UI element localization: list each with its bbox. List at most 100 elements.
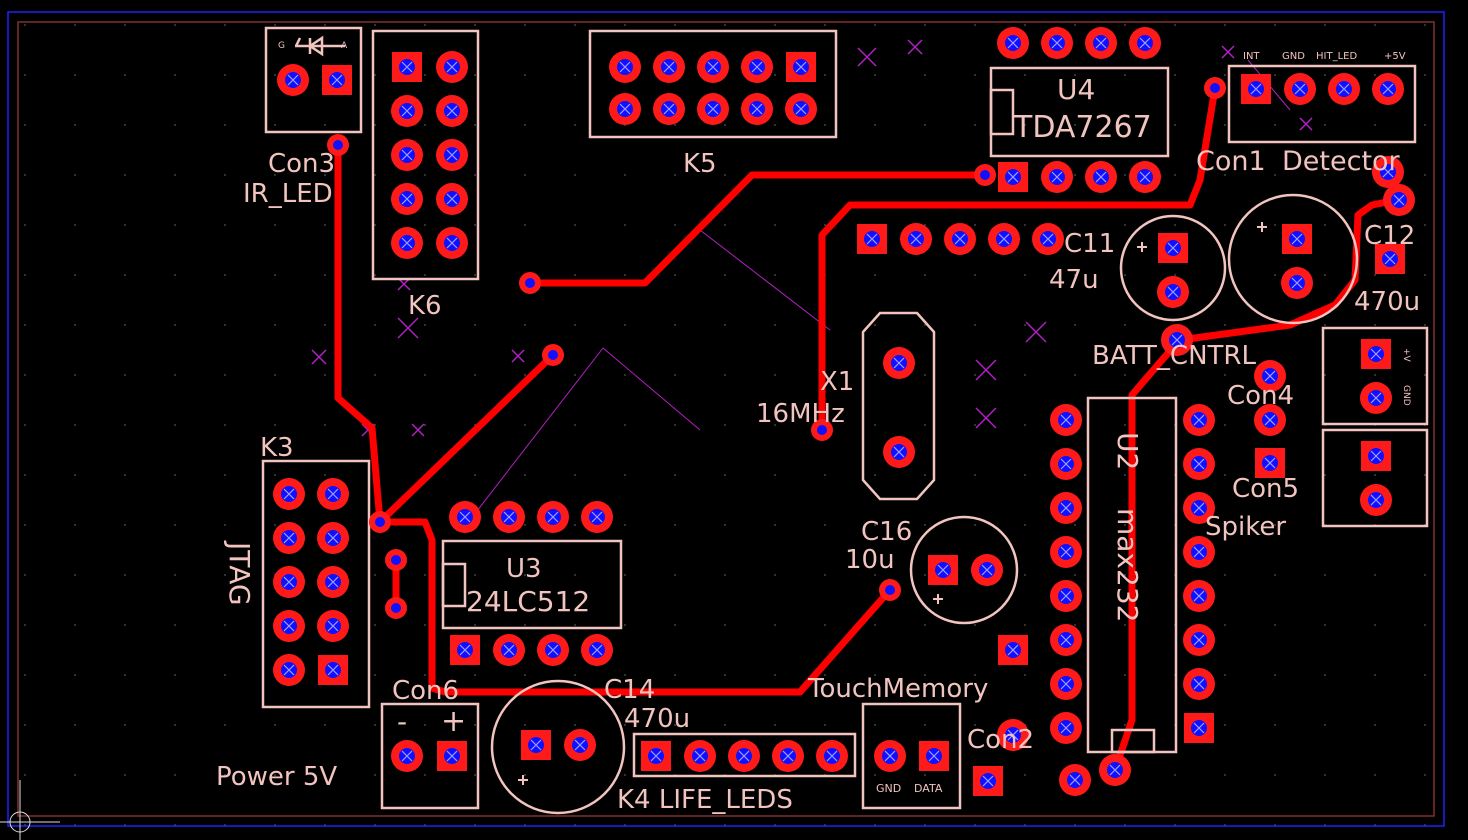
c12-extra-pad (1375, 244, 1405, 274)
misc-pad (1254, 360, 1286, 392)
via (542, 344, 564, 366)
k5-outline (588, 29, 838, 139)
u3-notch (441, 562, 467, 608)
label-con5: Con5 (1232, 474, 1299, 504)
label-jtag: JTAG (223, 540, 256, 606)
label-k3: K3 (260, 433, 294, 463)
k6-pad (391, 139, 423, 171)
k3-pad (273, 478, 305, 510)
k6-pad (392, 52, 422, 82)
u4-notch (989, 88, 1015, 136)
x1-pad (883, 347, 915, 379)
u2-pad (1183, 492, 1215, 524)
con4-outline (1321, 326, 1429, 426)
con5-pad (1360, 484, 1392, 516)
label-hit-led: HIT_LED (1316, 51, 1357, 62)
misc-pad (1255, 448, 1285, 478)
k6-outline (371, 29, 480, 281)
labels: G A Con3 IR_LED K6 K5 U4 TDA7267 Con1 De… (216, 41, 1420, 815)
u3-pad (493, 634, 525, 666)
con5-outline (1321, 428, 1429, 528)
u2-pad (1183, 580, 1215, 612)
label-power-5v: Power 5V (216, 762, 337, 792)
con1-pad (1284, 73, 1316, 105)
via (811, 419, 833, 441)
header-pad (1032, 223, 1064, 255)
label-k4-life-leds: K4 LIFE_LEDS (617, 785, 793, 815)
x1-outline (861, 311, 936, 501)
label-int: INT (1243, 51, 1260, 62)
copper-traces (334, 84, 1401, 774)
header-pad (857, 224, 887, 254)
c14-pad (521, 730, 551, 760)
k5-pad (741, 51, 773, 83)
label-k5: K5 (683, 149, 717, 179)
tm-pad (919, 741, 949, 771)
u2-pad (1099, 754, 1131, 786)
k6-pad (436, 183, 468, 215)
via (327, 134, 349, 156)
board-outline-inner (17, 21, 1435, 817)
label-24lc512: 24LC512 (466, 585, 590, 618)
label-con4: Con4 (1227, 381, 1294, 411)
u2-pad (1059, 764, 1091, 796)
label-plusv: +V (1401, 348, 1411, 363)
label-gnd: GND (1282, 51, 1305, 62)
c11-outline (1119, 214, 1227, 322)
k3-pad (273, 610, 305, 642)
via (1204, 77, 1226, 99)
silkscreen (261, 26, 1429, 815)
k6-pad (391, 95, 423, 127)
header-pad (988, 223, 1020, 255)
via (385, 597, 407, 619)
u4-pad (998, 162, 1028, 192)
via (369, 511, 391, 533)
label-con4-gnd: GND (1401, 385, 1411, 406)
con1-pad (1328, 73, 1360, 105)
label-plus: + (441, 704, 466, 739)
k4-pad (641, 741, 671, 771)
con3-pad (322, 65, 352, 95)
k6-pad (391, 227, 423, 259)
label-con6: Con6 (392, 676, 459, 706)
c16-pad (971, 554, 1003, 586)
via (519, 272, 541, 294)
u2-pad (1050, 536, 1082, 568)
u4-pad (1129, 27, 1161, 59)
c16-outline (909, 515, 1019, 625)
k5-pad (697, 51, 729, 83)
polarity-marks (518, 222, 1267, 785)
u2-pad (1183, 448, 1215, 480)
label-c11: C11 (1064, 229, 1115, 259)
u2-pad (1183, 668, 1215, 700)
u2-pad (1183, 624, 1215, 656)
label-a: A (341, 41, 348, 51)
k5-pad (785, 93, 817, 125)
k5-pad (609, 93, 641, 125)
c11-pad (1158, 233, 1188, 263)
k3-pad (273, 522, 305, 554)
con4-pad (1360, 382, 1392, 414)
label-max232: max232 (1111, 508, 1144, 622)
k5-pad (653, 51, 685, 83)
u4-pad (997, 27, 1029, 59)
u2-pad (1050, 668, 1082, 700)
k3-outline (261, 459, 371, 709)
k4-pad (728, 740, 760, 772)
label-u2: U2 (1111, 432, 1144, 470)
con3-pad (277, 64, 309, 96)
con6-outline (380, 702, 480, 810)
c16-pad (928, 555, 958, 585)
board-outline-outer (7, 11, 1445, 827)
k6-pad (436, 139, 468, 171)
u3-pad (581, 501, 613, 533)
label-u3: U3 (506, 554, 542, 584)
misc-pad (1383, 184, 1415, 216)
label-ir-led: IR_LED (243, 179, 333, 209)
u2-pad (1050, 624, 1082, 656)
c11-pad (1157, 276, 1189, 308)
u4-pad (1041, 161, 1073, 193)
k5-pad (653, 93, 685, 125)
